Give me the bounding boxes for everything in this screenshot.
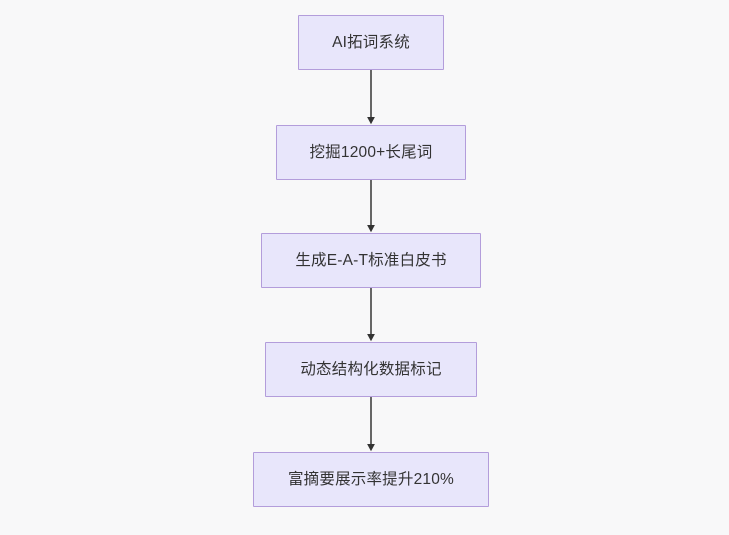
flow-node-label: 富摘要展示率提升210%: [287, 470, 455, 488]
flow-node-generate-eat-whitepaper[interactable]: 生成E-A-T标准白皮书: [261, 233, 481, 288]
flow-node-mine-longtail-keywords[interactable]: 挖掘1200+长尾词: [276, 125, 466, 180]
flow-node-dynamic-structured-data-markup[interactable]: 动态结构化数据标记: [265, 342, 477, 397]
flow-node-label: 动态结构化数据标记: [300, 360, 442, 378]
flow-node-label: 挖掘1200+长尾词: [309, 143, 433, 161]
flow-node-ai-keyword-system[interactable]: AI拓词系统: [298, 15, 444, 70]
flow-node-label: 生成E-A-T标准白皮书: [295, 251, 447, 269]
flow-node-rich-snippet-impression-lift[interactable]: 富摘要展示率提升210%: [253, 452, 489, 507]
flow-node-label: AI拓词系统: [332, 33, 410, 51]
